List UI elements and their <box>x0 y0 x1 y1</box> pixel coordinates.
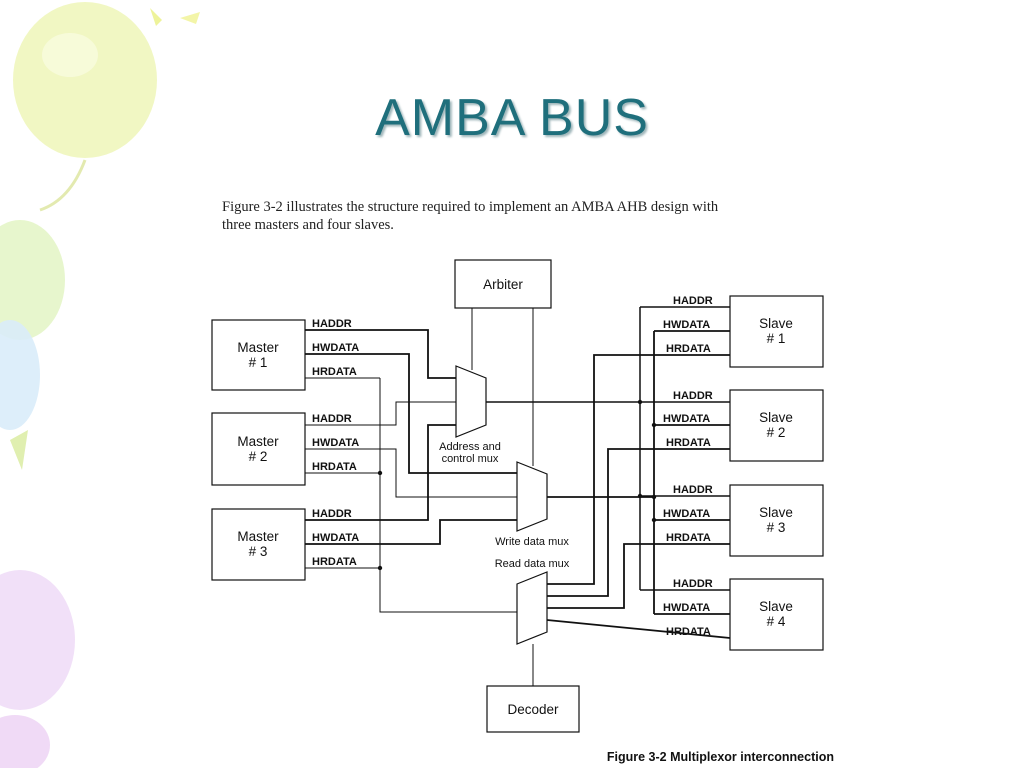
arbiter-connections <box>471 308 534 686</box>
slave-4-hrdata-label: HRDATA <box>666 626 711 638</box>
master-1-number: # 1 <box>249 355 268 370</box>
slave-2-number: # 2 <box>767 425 786 440</box>
master-2-haddr-line <box>305 401 456 426</box>
address-mux-label-line2: control mux <box>442 453 499 465</box>
arbiter-box <box>454 259 552 309</box>
slave-2-haddr-label: HADDR <box>673 390 713 402</box>
master-2-haddr-label: HADDR <box>312 413 352 425</box>
master-1-label: Master <box>237 340 279 355</box>
blue-balloon-shape <box>0 320 40 430</box>
master-3-box <box>211 508 306 581</box>
address-mux-label: Address and <box>439 441 501 453</box>
slave-3-number: # 3 <box>767 520 786 535</box>
slave-3-hrdata-label: HRDATA <box>666 532 711 544</box>
slave-4-label: Slave <box>759 599 793 614</box>
green-leaf-shape <box>10 430 28 470</box>
slave-4-hwdata-label: HWDATA <box>663 602 710 614</box>
balloon-string <box>39 159 87 212</box>
purple-balloon-shape <box>0 715 50 768</box>
master-2-hwdata-line <box>305 448 517 498</box>
master-1-hwdata-label: HWDATA <box>312 342 359 354</box>
slave-hrdata-lines <box>546 354 731 639</box>
intro-line: three masters and four slaves. <box>222 217 394 233</box>
decoder-box <box>486 685 580 733</box>
slave-4-haddr-label: HADDR <box>673 578 713 590</box>
slave-3-hwdata-label: HWDATA <box>663 508 710 520</box>
master-3-haddr-label: HADDR <box>312 508 352 520</box>
yellow-sparkle-shape <box>150 8 162 26</box>
yellow-sparkle-shape <box>180 12 200 24</box>
slave-1-box <box>729 295 824 368</box>
master-2-hrdata-label: HRDATA <box>312 461 357 473</box>
read-mux-label: Read data mux <box>495 558 570 570</box>
slide-title: AMBA BUS <box>375 89 649 147</box>
slave-2-hrdata-label: HRDATA <box>666 437 711 449</box>
intro-line: Figure 3-2 illustrates the structure req… <box>222 199 719 215</box>
intro-text: Figure 3-2 illustrates the structure req… <box>222 198 842 234</box>
write-data-mux <box>516 461 548 532</box>
slave-1-haddr-label: HADDR <box>673 295 713 307</box>
slave-2-box <box>729 389 824 462</box>
master-1-haddr-label: HADDR <box>312 318 352 330</box>
write-mux-label: Write data mux <box>495 536 569 548</box>
slave-3-box <box>729 484 824 557</box>
master-3-number: # 3 <box>249 544 268 559</box>
slave-1-hrdata-label: HRDATA <box>666 343 711 355</box>
read-data-return-line <box>379 378 517 613</box>
slave-1-label: Slave <box>759 316 793 331</box>
slave-4-number: # 4 <box>767 614 786 629</box>
green-balloon-shape <box>0 220 65 340</box>
slave-2-hwdata-label: HWDATA <box>663 413 710 425</box>
master-2-hwdata-label: HWDATA <box>312 437 359 449</box>
master-3-buses <box>305 424 517 545</box>
master-3-hwdata-label: HWDATA <box>312 532 359 544</box>
slave-2-label: Slave <box>759 410 793 425</box>
master-2-box <box>211 412 306 486</box>
master-3-label: Master <box>237 529 279 544</box>
address-control-mux <box>455 365 487 438</box>
arbiter-label: Arbiter <box>483 277 523 292</box>
junction-dots <box>377 399 657 571</box>
slave-3-haddr-label: HADDR <box>673 484 713 496</box>
master-1-box <box>211 319 306 391</box>
master-1-buses <box>305 329 517 474</box>
read-data-mux <box>516 571 548 645</box>
master-1-hrdata-label: HRDATA <box>312 366 357 378</box>
slave-3-label: Slave <box>759 505 793 520</box>
slave-hwdata-bus <box>547 330 730 615</box>
master-2-label: Master <box>237 434 279 449</box>
decoder-label: Decoder <box>507 702 559 717</box>
slave-1-number: # 1 <box>767 331 786 346</box>
yellow-balloon-highlight <box>42 33 98 77</box>
master-3-hrdata-label: HRDATA <box>312 556 357 568</box>
slave-1-hwdata-label: HWDATA <box>663 319 710 331</box>
master-2-number: # 2 <box>249 449 268 464</box>
purple-balloon-shape <box>0 570 75 710</box>
slave-4-box <box>729 578 824 651</box>
figure-caption: Figure 3-2 Multiplexor interconnection <box>607 750 834 764</box>
